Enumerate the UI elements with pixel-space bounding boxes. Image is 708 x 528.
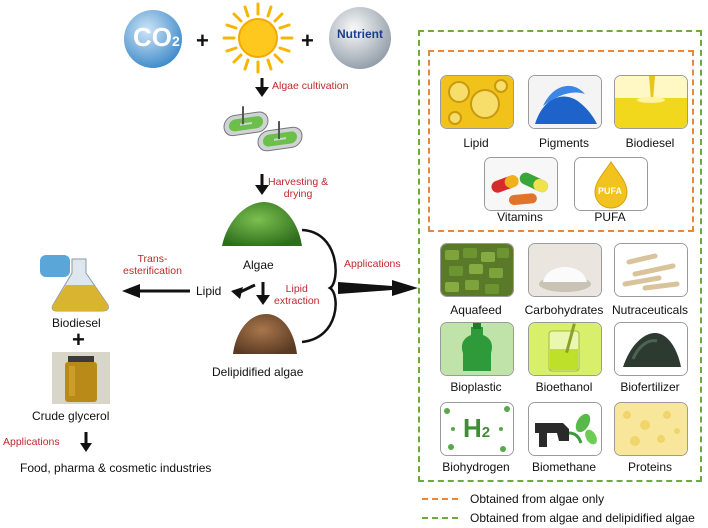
lipid-image (440, 75, 514, 129)
biodiesel-flask-icon (38, 253, 120, 315)
applications-arrow-label: Applications (344, 258, 401, 270)
product-label: Bioplastic (450, 380, 502, 394)
pigments-image (528, 75, 602, 129)
glycerol-applications-label: Applications (3, 436, 60, 448)
raceway-pond-icon (216, 100, 312, 166)
products-algae-only-panel (428, 50, 694, 232)
bioplastic-image (440, 322, 514, 376)
product-label: Proteins (627, 460, 673, 474)
algae-label: Algae (243, 258, 274, 272)
biofertilizer-image (614, 322, 688, 376)
aquafeed-image (440, 243, 514, 297)
step-transesterification-label: Trans- esterification (123, 253, 182, 277)
right-arrow-icon (338, 280, 418, 296)
proteins-image (614, 402, 688, 456)
nutraceuticals-image (614, 243, 688, 297)
step-cultivation-label: Algae cultivation (272, 80, 349, 92)
algae-powder-icon (218, 198, 306, 254)
product-label: Biodiesel (625, 136, 675, 150)
biodiesel-image (614, 75, 688, 129)
down-arrow-icon (80, 432, 92, 452)
product-label: PUFA (594, 210, 626, 224)
lipid-label: Lipid (196, 284, 222, 298)
product-label: Pigments (538, 136, 590, 150)
product-label: Aquafeed (450, 303, 502, 317)
delipidified-algae-label: Delipidified algae (212, 365, 304, 379)
delipidified-algae-icon (230, 308, 300, 360)
co2-icon (123, 9, 183, 69)
product-label: Bioethanol (535, 380, 593, 394)
left-arrow-icon (122, 284, 190, 298)
co2-label: CO2 (133, 22, 180, 52)
pufa-image (574, 157, 648, 211)
step-lipid-extraction-label: Lipid extraction (274, 283, 320, 307)
product-label: Biofertilizer (620, 380, 680, 394)
product-label: Carbohydrates (524, 303, 604, 317)
down-arrow-icon (256, 282, 270, 305)
down-arrow-icon (255, 78, 269, 97)
left-arrow-icon (231, 283, 256, 299)
pufa-drop-text: PUFA (598, 186, 623, 196)
down-arrow-icon (255, 174, 269, 195)
biohydrogen-image (440, 402, 514, 456)
step-harvesting-label: Harvesting & drying (268, 176, 329, 200)
sun-icon (222, 2, 294, 74)
crude-glycerol-label: Crude glycerol (32, 409, 110, 423)
carbohydrates-image (528, 243, 602, 297)
plus-sign: + (72, 327, 85, 352)
legend-algae-only: Obtained from algae only (470, 492, 605, 506)
biodiesel-label: Biodiesel (52, 316, 101, 330)
product-label: Vitamins (497, 210, 543, 224)
nutrient-icon (328, 6, 392, 70)
nutrient-label: Nutrient (337, 27, 383, 41)
biomethane-image (528, 402, 602, 456)
industries-label: Food, pharma & cosmetic industries (20, 461, 212, 475)
bioethanol-image (528, 322, 602, 376)
h2-text: H2 (463, 413, 491, 443)
products-both-panel (418, 30, 702, 482)
plus-sign: + (301, 28, 314, 53)
product-label: Nutraceuticals (611, 303, 689, 317)
vitamins-image (484, 157, 558, 211)
legend-both: Obtained from algae and delipidified alg… (470, 511, 695, 525)
product-label: Lipid (463, 136, 489, 150)
product-label: Biohydrogen (442, 460, 510, 474)
product-label: Biomethane (531, 460, 597, 474)
plus-sign: + (196, 28, 209, 53)
crude-glycerol-jar-icon (52, 352, 110, 404)
